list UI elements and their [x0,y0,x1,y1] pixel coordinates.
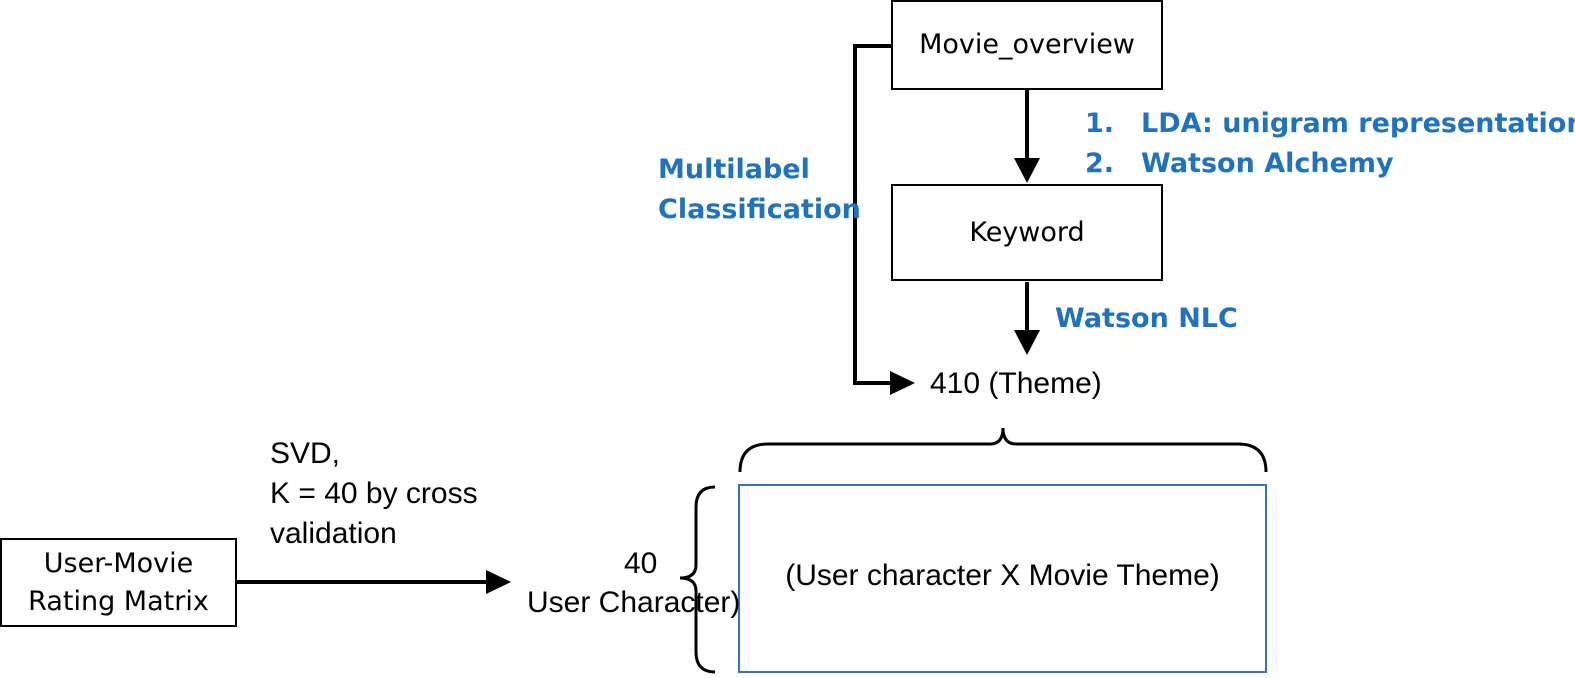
arrow-keyword-to-theme [1014,282,1040,355]
keyword-label: Keyword [969,216,1085,248]
arrow-svd [236,570,511,594]
svd-label: SVD, K = 40 by cross validation [270,437,478,550]
watson-alchemy-label: Watson Alchemy [1141,148,1394,179]
keyword-extraction-methods: 1.LDA: unigram representation 2.Watson A… [1085,104,1575,184]
method-item: 2.Watson Alchemy [1085,148,1394,179]
user-theme-matrix-label: (User character X Movie Theme) [785,558,1220,592]
lda-method-label: LDA: unigram representation [1141,108,1575,139]
movie-overview-label: Movie_overview [919,29,1135,60]
user-count-label: User Character) [527,586,741,619]
movie-overview-box: Movie_overview [891,0,1163,90]
arrow-multilabel-classification [853,44,915,395]
arrow-overview-to-keyword [1014,90,1040,183]
keyword-box: Keyword [891,184,1163,281]
user-movie-label-line1: User-Movie [43,547,194,579]
watson-nlc-label: Watson NLC [1055,303,1238,334]
multilabel-classification-label: Multilabel Classification [658,154,861,225]
theme-count-label: 410 (Theme) [930,367,1102,400]
method-item: 1.LDA: unigram representation [1085,104,1575,144]
user-movie-label-line2: Rating Matrix [28,585,209,617]
user-movie-rating-matrix-box: User-Movie Rating Matrix [0,538,237,627]
user-theme-matrix-box: (User character X Movie Theme) [738,484,1267,673]
user-character-brace [679,485,716,674]
user-count-number: 40 [624,547,658,580]
theme-brace [738,427,1268,473]
